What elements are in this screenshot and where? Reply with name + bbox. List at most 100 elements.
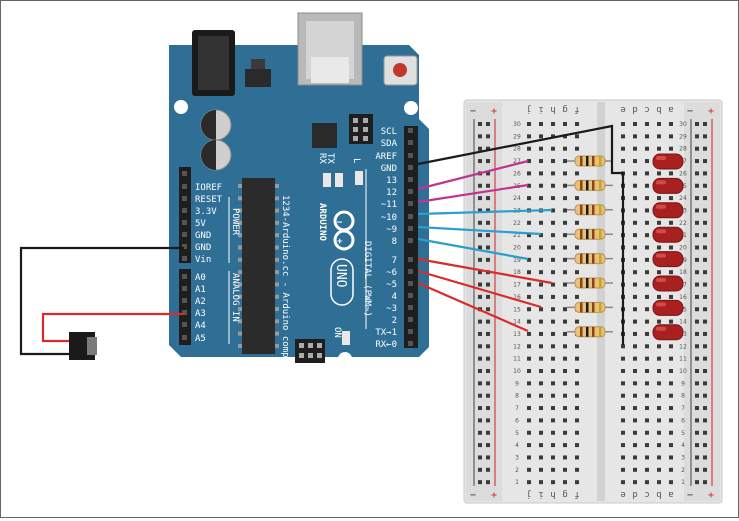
breadboard-hole [527,134,531,139]
breadboard-hole [563,257,567,262]
wire-pin9 [417,225,542,236]
rail-hole [695,307,699,312]
breadboard-hole [669,245,673,250]
reset-button-cap[interactable] [393,63,407,77]
rail-hole [478,381,482,386]
breadboard-hole [621,467,625,472]
breadboard-hole [527,480,531,485]
rail-hole [703,369,707,373]
rail-hole [695,467,699,472]
breadboard-hole [657,196,661,201]
icsp-pin [317,353,322,358]
breadboard-hole [551,331,555,336]
chip-pin [275,208,279,213]
rail-sign-plus-br: + [708,490,714,501]
digital-pin-label: ~9 [386,225,397,235]
breadboard-hole [645,467,649,472]
breadboard-hole [539,134,543,139]
rail-hole [486,257,490,262]
breadboard-hole [539,245,543,250]
breadboard-hole [527,418,531,423]
rail-hole [695,418,699,423]
breadboard-hole [539,196,543,201]
icsp-pin [317,343,322,348]
icsp-pin [353,127,358,132]
digital-pin-label: ~10 [381,213,397,223]
chip-pin [275,282,279,287]
breadboard-hole [527,467,531,472]
chip-pin [275,196,279,201]
breadboard-hole [645,183,649,188]
row-number-right: 24 [679,195,687,202]
breadboard-hole [563,307,567,312]
breadboard-hole [563,270,567,275]
breadboard-hole [621,418,625,423]
resistor-band [599,156,602,166]
breadboard-hole [551,344,555,349]
silk-text: 1234-Arduino.cc - Arduino compatible [280,195,290,390]
breadboard-hole [527,196,531,201]
row-number-right: 30 [679,121,687,128]
rail-hole [478,183,482,188]
rail-hole [703,257,707,262]
digital-pin-socket [408,269,413,274]
breadboard-hole [633,455,637,460]
rail-hole [478,443,482,448]
row-number-right: 2 [681,467,685,474]
breadboard-hole [633,270,637,275]
breadboard-hole [621,455,625,460]
resistor-band [586,326,589,337]
rail-hole [703,418,707,423]
rail-hole [486,134,490,139]
breadboard-hole [657,171,661,176]
breadboard-hole [539,331,543,336]
breadboard-hole [551,171,555,176]
resistor-band [592,229,595,240]
rail-hole [478,208,482,213]
digital-pin-socket [408,165,413,170]
led-highlight [656,229,666,234]
breadboard-hole [669,319,673,324]
row-number-left: 19 [513,257,521,264]
rail-hole [478,455,482,460]
chip-pin [238,257,242,262]
breadboard-hole [575,220,579,225]
breadboard-hole [563,196,567,201]
wire-pin12 [417,159,529,191]
breadboard-hole [551,369,555,373]
column-letter-bottom: f [574,489,579,499]
breadboard-hole [551,467,555,472]
row-number-left: 13 [513,331,521,338]
chip-pin [238,245,242,250]
power-pin-socket [182,256,187,261]
chip-pin [238,331,242,336]
rail-hole [478,270,482,275]
breadboard-hole [575,455,579,460]
digital-pin-label: RX←0 [375,340,397,350]
breadboard-hole [669,270,673,275]
breadboard-hole [551,208,555,213]
breadboard-hole [551,270,555,275]
breadboard-hole [539,307,543,312]
breadboard-hole [657,418,661,423]
breadboard-hole [621,159,625,164]
breadboard-hole [563,245,567,250]
digital-pin-label: ~5 [386,280,397,290]
row-number-left: 30 [513,121,521,128]
breadboard-hole [563,418,567,423]
breadboard-hole [645,406,649,411]
breadboard-hole [527,220,531,225]
breadboard-hole [563,220,567,225]
breadboard-hole [645,196,649,201]
led-highlight [656,156,666,160]
row-number-right: 1 [681,479,685,486]
breadboard-hole [539,146,543,151]
breadboard-hole [657,356,661,361]
breadboard-hole [575,480,579,485]
breadboard-hole [621,122,625,126]
breadboard-hole [633,331,637,336]
led-highlight [656,204,666,209]
rail-hole [695,455,699,460]
rail-hole [703,294,707,299]
row-number-left: 26 [513,170,521,177]
